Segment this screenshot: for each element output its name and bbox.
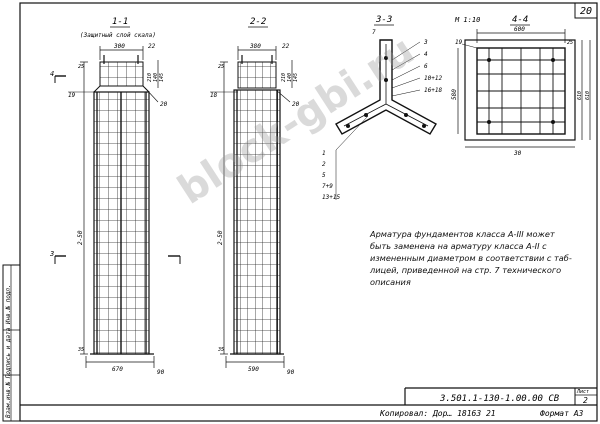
- section-2-width-bottom: 590: [248, 366, 259, 373]
- sheet-frame: [19, 2, 598, 422]
- page-number: 20: [580, 6, 592, 17]
- section-4-height-left: 580: [451, 89, 458, 100]
- section-2-height: 2-50: [217, 230, 224, 245]
- copied-by: Копировал: Дор… 18163 21: [379, 409, 496, 418]
- section-3-callout-right-1: 3: [423, 39, 428, 46]
- section-4-4: 4-4 600 580 610 610 25 19 30: [451, 15, 591, 157]
- section-1-callout-19: 19: [68, 92, 76, 99]
- section-2-right-dim-a: 210: [281, 73, 287, 82]
- section-2-title: 2-2: [250, 17, 266, 27]
- section-2-callout-18: 18: [210, 92, 218, 99]
- section-4-callout-19: 19: [455, 39, 463, 46]
- technical-note: Арматура фундаментов класса А-III может …: [370, 228, 580, 288]
- section-1-cut-mark-4: 4: [50, 70, 54, 78]
- side-stamp-box: [2, 264, 21, 422]
- section-1-right-dim-c: 145: [159, 73, 165, 82]
- section-1-cover-bottom: 35: [77, 347, 84, 353]
- section-1-side-mark-3: 3: [49, 250, 54, 258]
- note-line: описания: [370, 277, 411, 287]
- section-2-dim-bottom-right: 90: [287, 369, 295, 376]
- section-1-title: 1-1: [112, 17, 128, 27]
- section-3-callout-left-5: 13+15: [322, 194, 340, 201]
- section-2-mesh: [233, 89, 281, 355]
- section-1-1: 1-1 (Защитный слой скала) 300 22 670 90 …: [49, 17, 181, 376]
- section-1-height: 2-50: [77, 230, 84, 245]
- section-3-callout-left-3: 5: [322, 172, 326, 179]
- section-2-width-top: 380: [249, 43, 261, 50]
- section-3-callout-left-4: 7+9: [322, 183, 333, 190]
- section-2-right-dim-b: 140: [287, 73, 293, 82]
- side-stamp-text: Взам.инв.№ Подпись и дата Инв.№ подл.: [5, 284, 12, 418]
- section-1-callout-20: 20: [160, 101, 168, 108]
- section-2-cover-bottom: 35: [217, 347, 224, 353]
- note-line: Арматура фундаментов класса А-III может: [370, 229, 555, 239]
- section-3-3: 3-3 7 3 4 6 10+12 16+18 1 2 5 7+9 13+15: [322, 15, 442, 201]
- section-1-dim-bottom-right: 90: [157, 369, 165, 376]
- section-2-dim-top-right: 22: [282, 43, 290, 50]
- sheet-label: Лист: [576, 389, 589, 395]
- section-2-2: 2-2 380 22 590 90 2-50 25 35 210 140 145…: [210, 17, 300, 376]
- section-1-width-bottom: 670: [112, 366, 123, 373]
- section-4-width: 600: [514, 26, 525, 33]
- section-3-callout-left-2: 2: [322, 161, 326, 168]
- section-3-title: 3-3: [375, 15, 392, 25]
- section-1-dim-top-right: 22: [148, 43, 156, 50]
- section-1-cover-top: 25: [78, 64, 84, 70]
- drawing-designation: 3.501.1-130-1.00.00 СВ: [439, 394, 560, 404]
- section-3-mark-top: 7: [372, 29, 376, 36]
- section-3-callout-left-1: 1: [322, 150, 326, 157]
- section-3-callout-right-2: 4: [424, 51, 428, 58]
- section-1-width-top: 300: [113, 43, 125, 50]
- sheet-number: 2: [583, 396, 588, 405]
- section-3-callout-right-3: 6: [424, 63, 428, 70]
- note-line: быть заменена на арматуру класса А-II с: [370, 241, 547, 251]
- section-1-right-dim-b: 140: [153, 73, 159, 82]
- section-2-cover-top: 25: [218, 64, 224, 70]
- format-label: Формат А3: [540, 409, 584, 418]
- note-line: измененным диаметром в соответствии с та…: [370, 253, 572, 263]
- section-3-callout-right-4: 10+12: [424, 75, 442, 82]
- section-4-outer: [464, 39, 576, 141]
- section-4-title: 4-4: [512, 15, 528, 25]
- section-4-height-right-2: 610: [585, 91, 591, 100]
- section-4-height-right: 610: [577, 91, 583, 100]
- section-1-right-dim-a: 210: [147, 73, 153, 82]
- note-line: лицей, приведенной на стр. 7 техническог…: [370, 265, 562, 275]
- section-2-callout-20: 20: [292, 101, 300, 108]
- section-4-dim-bottom: 30: [513, 150, 522, 157]
- section-1-subtitle: (Защитный слой скала): [80, 32, 156, 39]
- section-2-right-dim-c: 145: [293, 73, 299, 82]
- scale-label: М 1:10: [454, 16, 480, 24]
- section-3-callout-right-5: 16+18: [424, 87, 442, 94]
- section-4-dim-small: 25: [567, 40, 573, 46]
